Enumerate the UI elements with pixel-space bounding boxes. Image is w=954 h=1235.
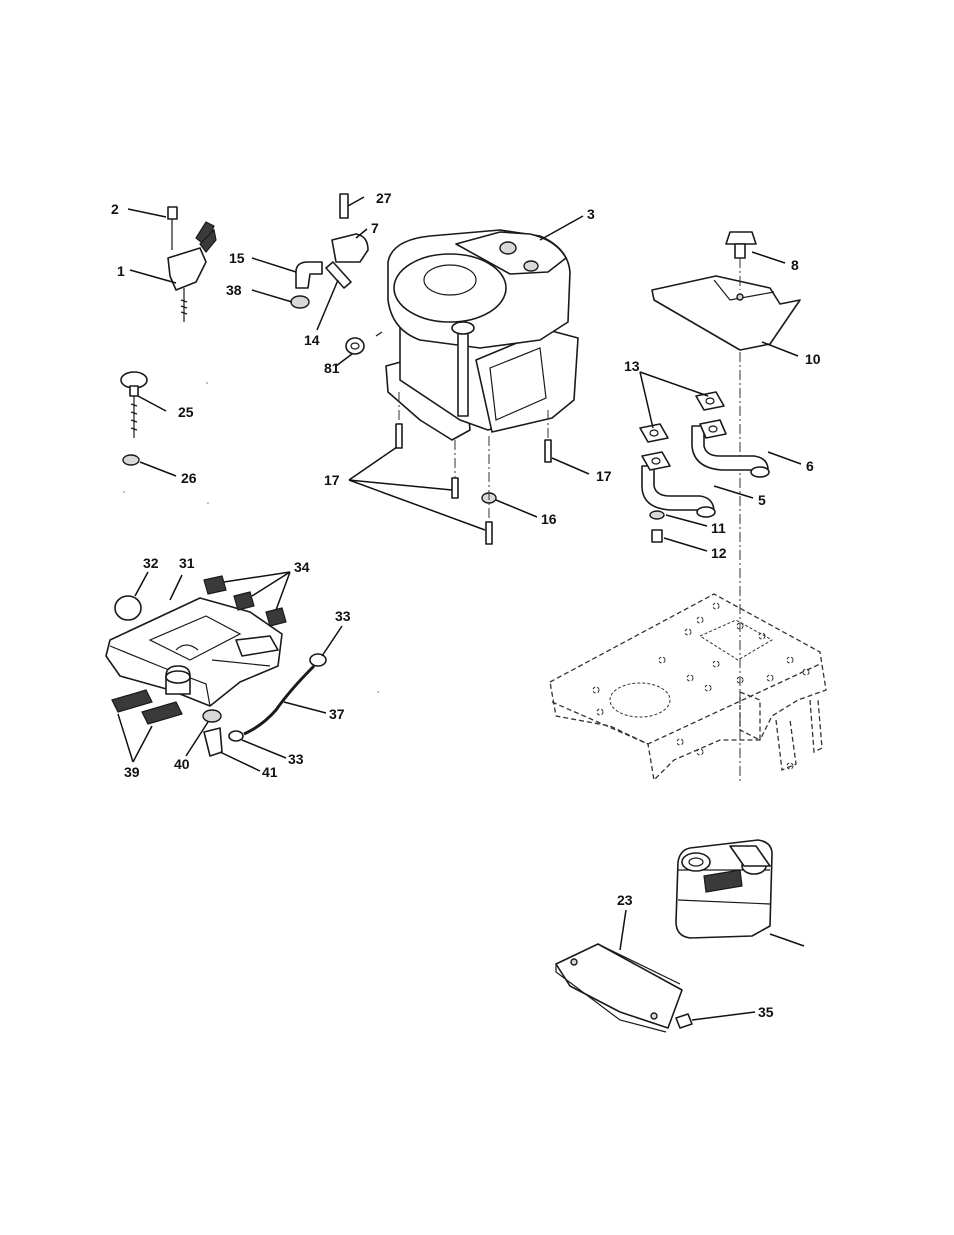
callout-26: 26 <box>181 470 197 486</box>
bolt-17-mid <box>452 478 458 498</box>
callout-10: 10 <box>805 351 821 367</box>
fitting-41 <box>204 728 222 756</box>
callout-37: 37 <box>329 706 345 722</box>
callout-3: 3 <box>587 206 595 222</box>
callout-13: 13 <box>624 358 640 374</box>
bolt-35 <box>676 1014 692 1028</box>
washer-11 <box>650 511 664 519</box>
dipstick-tube <box>458 330 468 416</box>
nut-81 <box>346 338 364 354</box>
exhaust-pipes-icon <box>640 392 769 542</box>
callout-81: 81 <box>324 360 340 376</box>
filter-39-a <box>112 690 152 712</box>
fuel-fittings-icon <box>291 194 382 354</box>
filter-39-b <box>142 702 182 724</box>
callout-33-top: 33 <box>335 608 351 624</box>
callout-1: 1 <box>117 263 125 279</box>
callout-41: 41 <box>262 764 278 780</box>
clamp-33-bottom <box>229 731 243 741</box>
gasket-13-b <box>696 392 724 410</box>
chassis-frame-icon <box>550 594 826 780</box>
callout-35: 35 <box>758 1004 774 1020</box>
dipstick-cap <box>452 322 474 334</box>
callout-7: 7 <box>371 220 379 236</box>
knob-32 <box>115 596 141 620</box>
screw-27 <box>340 194 348 218</box>
bolt-17-low <box>486 522 492 544</box>
pad-34-c <box>266 608 286 626</box>
callout-2: 2 <box>111 201 119 217</box>
callout-27: 27 <box>376 190 392 206</box>
screw-2-head <box>168 207 177 219</box>
callout-25: 25 <box>178 404 194 420</box>
nut-26 <box>123 455 139 465</box>
nut-38 <box>291 296 309 308</box>
callout-23: 23 <box>617 892 633 908</box>
throttle-control-icon <box>168 207 216 322</box>
callout-31: 31 <box>179 555 195 571</box>
choke-stem <box>130 386 138 396</box>
callout-17-right: 17 <box>596 468 612 484</box>
pad-34-a <box>204 576 226 594</box>
callout-14: 14 <box>304 332 320 348</box>
callout-6: 6 <box>806 458 814 474</box>
callout-32: 32 <box>143 555 159 571</box>
air-cleaner-icon <box>106 576 326 756</box>
callout-39: 39 <box>124 764 140 780</box>
pad-34-b <box>234 592 254 610</box>
callout-34: 34 <box>294 559 310 575</box>
muffler-shield-icon <box>556 944 692 1032</box>
rotating-screen <box>394 254 506 322</box>
bolt-12 <box>652 530 662 542</box>
throttle-bracket <box>168 248 206 290</box>
callout-40: 40 <box>174 756 190 772</box>
muffler-icon <box>676 840 772 938</box>
callout-15: 15 <box>229 250 245 266</box>
callout-17-left: 17 <box>324 472 340 488</box>
washer-40 <box>203 710 221 722</box>
callout-5: 5 <box>758 492 766 508</box>
pipe-14 <box>326 262 351 288</box>
callout-16: 16 <box>541 511 557 527</box>
engine-icon <box>386 230 578 440</box>
callout-38: 38 <box>226 282 242 298</box>
clamp-33-top <box>310 654 326 666</box>
bolt-17-right <box>545 440 551 462</box>
frame-outline <box>550 594 826 780</box>
heat-shield-10 <box>652 276 800 350</box>
knob-8-stem <box>735 244 745 258</box>
clamp-7 <box>332 234 368 262</box>
callout-11: 11 <box>711 520 726 536</box>
callout-8: 8 <box>791 257 799 273</box>
bolt-17-left <box>396 424 402 448</box>
gasket-13-a <box>640 424 668 442</box>
callout-33-bottom: 33 <box>288 751 304 767</box>
choke-control-icon <box>121 372 147 465</box>
elbow-15 <box>296 262 322 288</box>
callout-12: 12 <box>711 545 727 561</box>
knob-8-top <box>726 232 756 244</box>
